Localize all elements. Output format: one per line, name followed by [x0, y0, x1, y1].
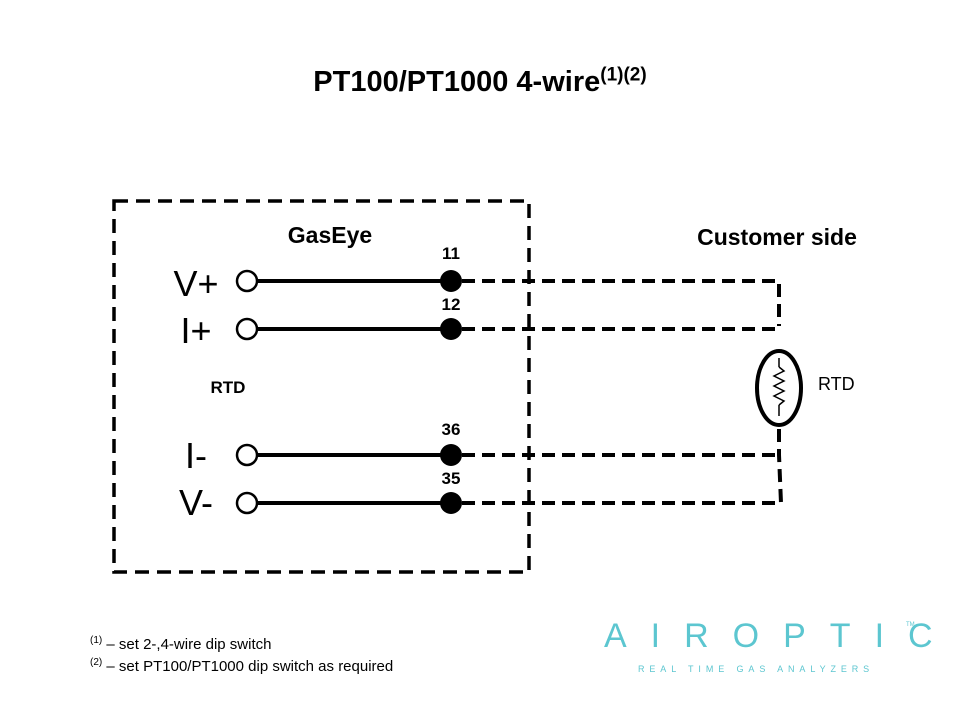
footnotes: (1) – set 2-,4-wire dip switch (2) – set…: [90, 634, 393, 678]
footnote-mark: (1): [90, 635, 103, 646]
airoptic-logo: AIROPTIC: [604, 617, 957, 655]
terminal-dot: [440, 444, 462, 466]
gaseye-label: GasEye: [288, 222, 372, 248]
footnote-1: (1) – set 2-,4-wire dip switch: [90, 634, 393, 656]
rtd-zigzag: [772, 366, 786, 406]
rtd-resistor: [755, 349, 803, 427]
terminal-label: V-: [179, 482, 213, 523]
external-wire: [462, 279, 781, 326]
terminal-dot: [440, 270, 462, 292]
footnote-2: (2) – set PT100/PT1000 dip switch as req…: [90, 656, 393, 678]
terminal-number: 35: [442, 469, 461, 488]
title-text: PT100/PT1000 4-wire: [313, 66, 601, 98]
terminal-v-minus: V- 35: [179, 424, 784, 523]
footnote-text: – set 2-,4-wire dip switch: [102, 636, 272, 653]
footnote-mark: (2): [90, 657, 103, 668]
terminal-dot: [440, 318, 462, 340]
open-terminal-circle: [235, 491, 259, 515]
open-terminal-circle: [235, 317, 259, 341]
footnote-text: – set PT100/PT1000 dip switch as require…: [102, 658, 394, 675]
terminal-v-plus: V+ 11: [173, 244, 781, 326]
terminal-number: 36: [442, 420, 461, 439]
logo-trademark: TM: [906, 622, 915, 628]
diagram-title: PT100/PT1000 4-wire(1)(2): [0, 64, 960, 99]
terminal-number: 12: [442, 295, 461, 314]
customer-side-label: Customer side: [697, 224, 857, 250]
terminal-i-plus: I+ 12: [180, 295, 779, 351]
terminal-i-minus: I- 36: [185, 420, 779, 476]
gaseye-enclosure: [112, 199, 531, 574]
terminal-label: V+: [173, 263, 218, 304]
title-footnote-marks: (1)(2): [600, 64, 647, 86]
external-wire: [462, 424, 784, 505]
terminal-label: I-: [185, 435, 207, 476]
terminal-number: 11: [442, 244, 460, 263]
terminal-dot: [440, 492, 462, 514]
logo-tagline: REAL TIME GAS ANALYZERS: [638, 664, 875, 674]
open-terminal-circle: [235, 443, 259, 467]
open-terminal-circle: [235, 269, 259, 293]
rtd-label-gaseye: RTD: [211, 378, 246, 397]
rtd-label-customer: RTD: [818, 374, 855, 394]
terminal-label: I+: [180, 310, 211, 351]
